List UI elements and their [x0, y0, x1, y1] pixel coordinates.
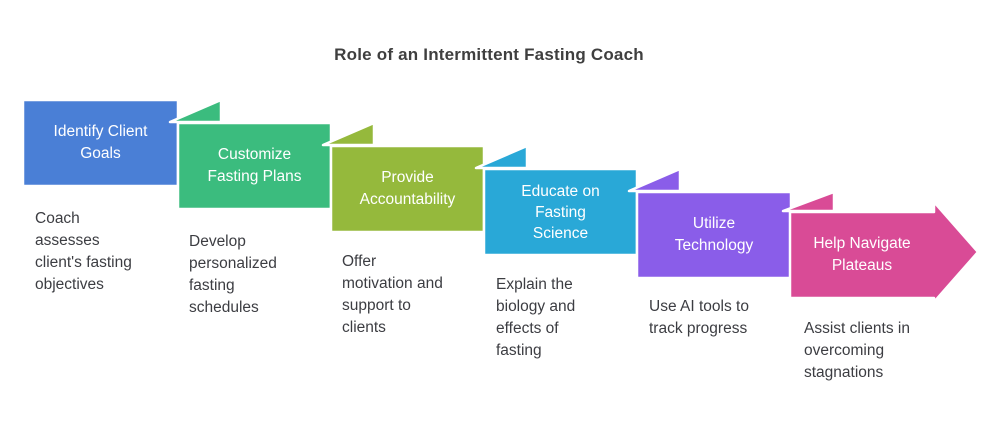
step-4-description: Explain the biology and effects of fasti… [496, 276, 576, 359]
step-5-box [635, 190, 793, 280]
step-1-description: Coach assesses client's fasting objectiv… [35, 210, 132, 293]
step-4-label: Educate on Fasting Science [521, 182, 600, 242]
step-5-description: Use AI tools to track progress [649, 298, 749, 337]
step-2-box [176, 121, 333, 211]
step-2-label: Customize Fasting Plans [207, 146, 302, 185]
step-6-arrow [788, 200, 980, 304]
step-6-label: Help Navigate Plateaus [813, 235, 911, 274]
page-title: Role of an Intermittent Fasting Coach [334, 45, 644, 64]
step-3-description: Offer motivation and support to clients [342, 253, 443, 336]
step-3-label: Provide Accountability [359, 169, 456, 208]
step-2-description: Develop personalized fasting schedules [189, 233, 277, 316]
step-4-box [482, 167, 639, 257]
step-3-box [329, 144, 486, 234]
step-1-label: Identify Client Goals [53, 123, 148, 162]
step-5-label: Utilize Technology [674, 215, 754, 254]
step-6-description: Assist clients in overcoming stagnations [804, 320, 910, 381]
